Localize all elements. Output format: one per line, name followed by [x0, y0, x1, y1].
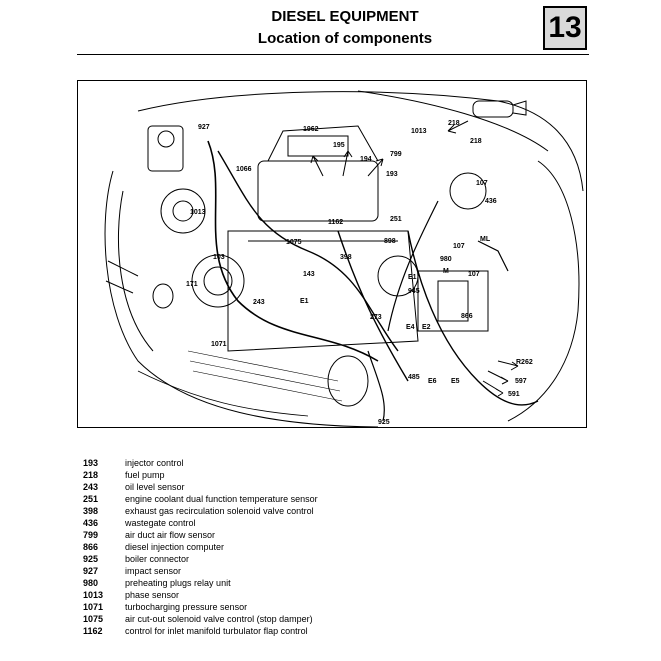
legend-row: 980 preheating plugs relay unit — [83, 577, 583, 589]
callout-103: 103 — [213, 254, 225, 261]
callout-398: 398 — [340, 254, 352, 261]
legend-code: 193 — [83, 458, 99, 468]
legend-list: 193 injector control 218 fuel pump 243 oil le… — [83, 457, 583, 637]
callout-273: 273 — [370, 314, 382, 321]
callout-925: 925 — [378, 419, 390, 426]
legend-code: 398 — [83, 506, 99, 516]
callout-195: 195 — [333, 142, 345, 149]
callout-799: 799 — [390, 151, 402, 158]
callout-597: 597 — [515, 378, 527, 385]
callout-107-right: 107 — [468, 271, 480, 278]
legend-code: 866 — [83, 542, 99, 552]
callout-e2: E2 — [422, 324, 431, 331]
callout-898: 898 — [384, 238, 396, 245]
legend-code: 436 — [83, 518, 99, 528]
callout-e4: E4 — [406, 324, 415, 331]
callout-e6: E6 — [428, 378, 437, 385]
engine-drawing: 927 1066 1013 103 171 243 1071 1075 1162… — [104, 90, 584, 427]
callout-218-bottom: 218 — [470, 138, 482, 145]
callout-866: 866 — [461, 313, 473, 320]
callout-e1-right: E1 — [408, 274, 417, 281]
legend-row: 251 engine coolant dual function temperat… — [83, 493, 583, 505]
callout-171: 171 — [186, 281, 198, 288]
legend-row: 925 boiler connector — [83, 553, 583, 565]
legend-row: 1071 turbocharging pressure sensor — [83, 601, 583, 613]
page-title: DIESEL EQUIPMENT — [271, 8, 419, 25]
callout-ml: ML — [480, 236, 491, 243]
callout-143: 143 — [303, 271, 315, 278]
legend-description: phase sensor — [125, 590, 180, 600]
legend-description: fuel pump — [125, 470, 165, 480]
legend-row: 1075 air cut-out solenoid valve control (… — [83, 613, 583, 625]
legend-code: 1162 — [83, 626, 103, 636]
callout-1066: 1066 — [236, 166, 252, 173]
callout-243: 243 — [253, 299, 265, 306]
legend-description: injector control — [125, 458, 184, 468]
legend-row: 927 impact sensor — [83, 565, 583, 577]
legend-code: 799 — [83, 530, 99, 540]
legend-row: 1013 phase sensor — [83, 589, 583, 601]
callout-927: 927 — [198, 124, 210, 131]
legend-description: air cut-out solenoid valve control (stop… — [125, 614, 313, 624]
callout-194: 194 — [360, 156, 372, 163]
legend-description: boiler connector — [125, 554, 190, 564]
callout-591: 591 — [508, 391, 520, 398]
legend-code: 1075 — [83, 614, 104, 624]
legend-description: oil level sensor — [125, 482, 185, 492]
legend-description: diesel injection computer — [125, 542, 225, 552]
legend-description: exhaust gas recirculation solenoid valve… — [125, 506, 314, 516]
legend-code: 1013 — [83, 590, 104, 600]
chapter-number-box: 13 — [543, 6, 587, 50]
page-subtitle: Location of components — [257, 30, 433, 47]
legend-row: 866 diesel injection computer — [83, 541, 583, 553]
callout-1075: 1075 — [286, 239, 302, 246]
legend-code: 243 — [83, 482, 99, 492]
legend-description: control for inlet manifold turbulator fl… — [125, 626, 308, 636]
callout-485: 485 — [408, 374, 420, 381]
legend-row: 218 fuel pump — [83, 469, 583, 481]
legend-code: 927 — [83, 566, 99, 576]
legend-row: 436 wastegate control — [83, 517, 583, 529]
callout-m: M — [443, 268, 449, 275]
callout-1962: 1962 — [303, 126, 319, 133]
callout-1013-top: 1013 — [411, 128, 427, 135]
callout-e5: E5 — [451, 378, 460, 385]
legend-code: 218 — [83, 470, 99, 480]
legend-row: 193 injector control — [83, 457, 583, 469]
legend-code: 925 — [83, 554, 99, 564]
callout-980: 980 — [440, 256, 452, 263]
header-rule — [77, 54, 589, 55]
engine-component-diagram: 927 1066 1013 103 171 243 1071 1075 1162… — [77, 80, 587, 428]
callout-193: 193 — [386, 171, 398, 178]
callout-436: 436 — [485, 198, 497, 205]
callout-1162: 1162 — [328, 219, 343, 226]
callout-1013-left: 1013 — [190, 209, 206, 216]
legend-row: 799 air duct air flow sensor — [83, 529, 583, 541]
callout-945: 945 — [408, 288, 420, 295]
callout-251: 251 — [390, 216, 402, 223]
legend-row: 243 oil level sensor — [83, 481, 583, 493]
legend-description: turbocharging pressure sensor — [125, 602, 248, 612]
legend-description: preheating plugs relay unit — [125, 578, 231, 588]
callout-107-turbo: 107 — [476, 180, 488, 187]
legend-description: impact sensor — [125, 566, 182, 576]
legend-row: 1162 control for inlet manifold turbulato… — [83, 625, 583, 637]
legend-code: 1071 — [83, 602, 104, 612]
legend-code: 980 — [83, 578, 99, 588]
callout-218-top: 218 — [448, 120, 460, 127]
callout-r262: R262 — [516, 359, 533, 366]
callout-1071: 1071 — [211, 341, 227, 348]
legend-description: air duct air flow sensor — [125, 530, 216, 540]
legend-description: engine coolant dual function temperature… — [125, 494, 318, 504]
legend-row: 398 exhaust gas recirculation solenoid va… — [83, 505, 583, 517]
callout-e1-left: E1 — [300, 298, 309, 305]
callout-107-top: 107 — [453, 243, 465, 250]
legend-description: wastegate control — [125, 518, 196, 528]
legend-code: 251 — [83, 494, 99, 504]
